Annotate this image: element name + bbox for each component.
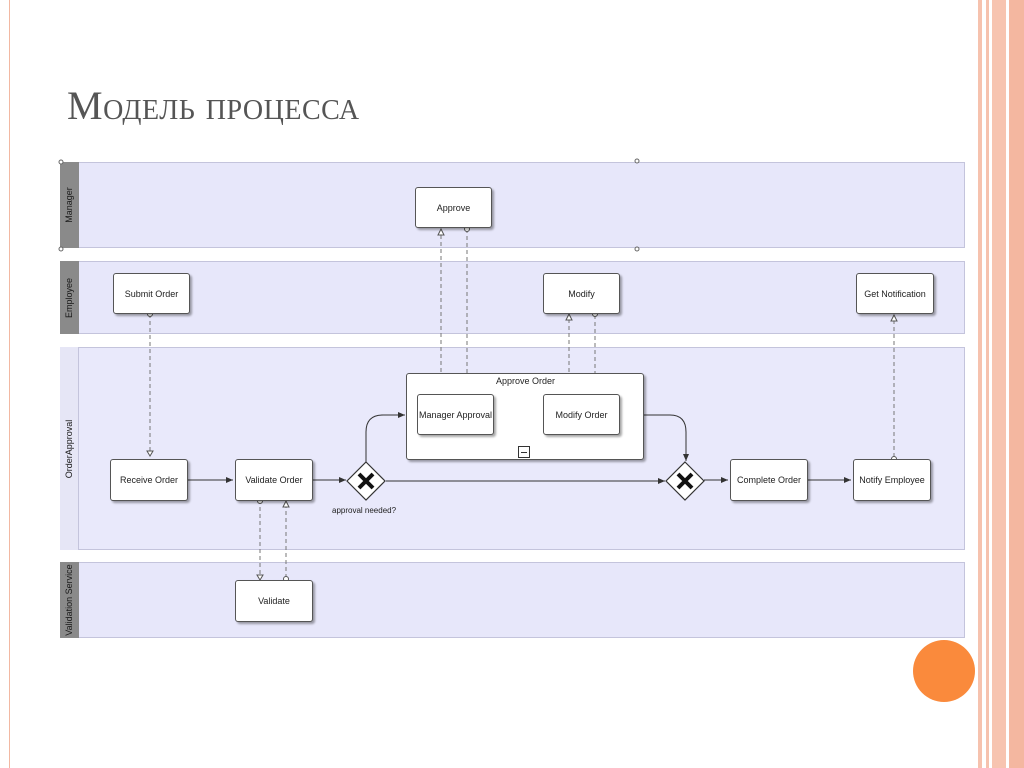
task-submit-order[interactable]: Submit Order — [113, 273, 190, 314]
task-validate[interactable]: Validate — [235, 580, 313, 622]
gateway-label: approval needed? — [332, 506, 397, 515]
lane-header-manager: Manager — [60, 162, 79, 248]
task-manager-approval[interactable]: Manager Approval — [417, 394, 494, 435]
collapse-icon[interactable] — [518, 446, 530, 458]
task-approve[interactable]: Approve — [415, 187, 492, 228]
left-frame-line — [9, 0, 10, 768]
task-get-notification[interactable]: Get Notification — [856, 273, 934, 314]
lane-manager — [60, 162, 965, 248]
task-modify-order[interactable]: Modify Order — [543, 394, 620, 435]
slide-title: Модель процесса — [67, 83, 360, 128]
seq-gateway-subprocess — [365, 412, 405, 462]
task-validate-order[interactable]: Validate Order — [235, 459, 313, 501]
lane-validation-service — [60, 562, 965, 638]
accent-circle — [913, 640, 975, 702]
task-complete-order[interactable]: Complete Order — [730, 459, 808, 501]
gateway-join — [665, 461, 705, 501]
decorative-stripes — [978, 0, 1024, 768]
task-receive-order[interactable]: Receive Order — [110, 459, 188, 501]
task-modify[interactable]: Modify — [543, 273, 620, 314]
seq-subprocess-join — [644, 414, 689, 461]
lane-header-employee: Employee — [60, 261, 79, 334]
lane-header-order-approval: OrderApproval — [60, 347, 79, 550]
gateway-split — [346, 461, 386, 501]
lane-employee — [60, 261, 965, 334]
lane-header-validation-service: Validation Service — [60, 562, 79, 638]
subprocess-title: Approve Order — [495, 376, 555, 386]
task-notify-employee[interactable]: Notify Employee — [853, 459, 931, 501]
